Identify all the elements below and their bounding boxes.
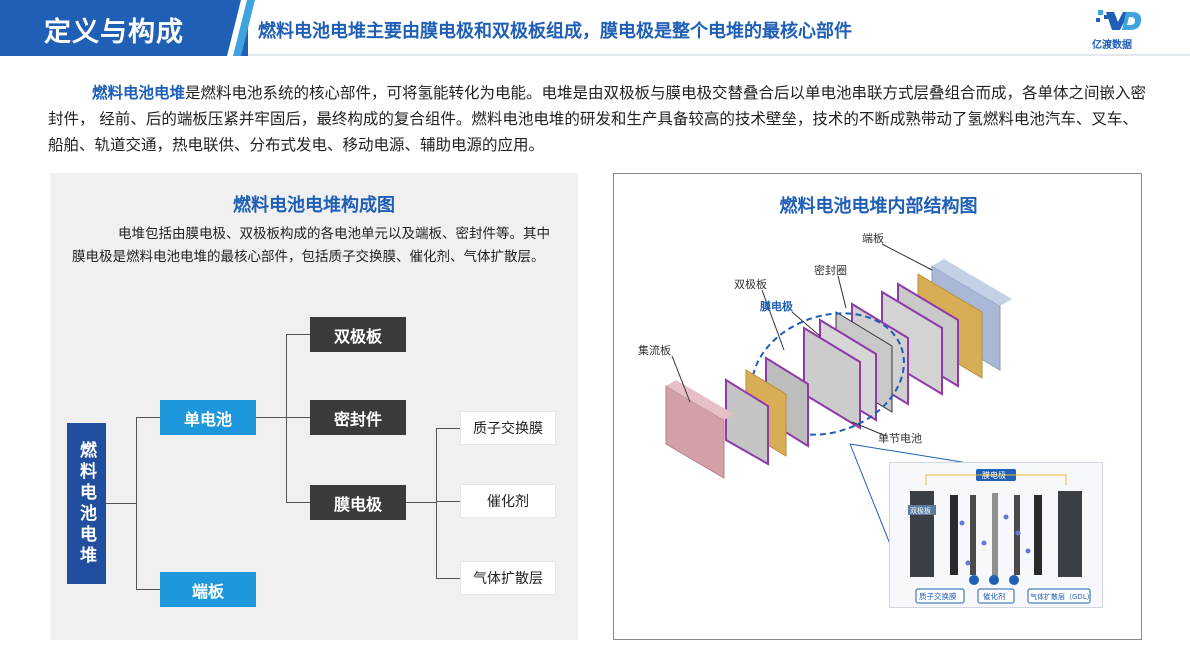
composition-title: 燃料电池电堆构成图: [233, 195, 395, 216]
cell-plate-4: [803, 326, 861, 430]
label-mea: 膜电极: [760, 299, 794, 313]
tree-leaf-gdl: 气体扩散层: [460, 561, 556, 595]
tree-connector: [436, 578, 460, 579]
mea-inset-illustration: 膜电极 双极板 质子交换膜 催化剂 气体扩散层（GDL）: [890, 463, 1102, 607]
tree-connector: [136, 589, 160, 590]
leader-collector: [671, 355, 691, 403]
intro-paragraph: 燃料电池电堆是燃料电池系统的核心部件，可将氢能转化为电能。电堆是由双极板与膜电极…: [48, 80, 1148, 158]
exploded-stack-diagram: 端板 密封圈 双极板 膜电极 集流板 单节电池: [638, 231, 1012, 555]
label-bipolar-plate: 双极板: [734, 277, 767, 291]
page-subtitle: 燃料电池电堆主要由膜电极和双极板组成，膜电极是整个电堆的最核心部件: [258, 21, 852, 42]
inset-catalyst-label: 催化剂: [983, 591, 1006, 601]
tree-leaf-catalyst: 催化剂: [460, 484, 556, 518]
mea-cross-section-inset: 膜电极 双极板 质子交换膜 催化剂 气体扩散层（GDL）: [889, 462, 1103, 608]
tree-connector: [136, 417, 137, 589]
current-collector-side: [666, 380, 734, 420]
composition-panel: 燃料电池电堆构成图 电堆包括由膜电极、双极板构成的各电池单元以及端板、密封件等。…: [50, 173, 578, 640]
leader-seal: [837, 275, 847, 309]
section-title: 定义与构成: [44, 17, 184, 48]
inset-bipolar-label: 双极板: [910, 506, 931, 515]
structure-panel: 燃料电池电堆内部结构图 端板 密封圈 双极板: [613, 173, 1142, 640]
tree-node-end-plate: 端板: [160, 572, 256, 607]
end-plate-back-side: [932, 259, 1012, 306]
composition-description: 电堆包括由膜电极、双极板构成的各电池单元以及端板、密封件等。其中膜电极是燃料电池…: [72, 226, 550, 265]
tree-connector: [436, 428, 437, 578]
header-underline: [248, 54, 1190, 56]
plate-front-3: [725, 378, 769, 466]
tree-node-single-cell: 单电池: [160, 400, 256, 435]
tree-connector: [256, 417, 286, 418]
tree-root-fuel-cell-stack: 燃料电池电堆: [67, 423, 106, 584]
tree-connector: [286, 502, 310, 503]
logo-text: 亿渡数据: [1092, 40, 1132, 51]
label-end-plate: 端板: [862, 231, 884, 245]
tree-node-mea: 膜电极: [310, 485, 406, 520]
logo-icon: [1096, 10, 1142, 30]
tree-node-bipolar-plate: 双极板: [310, 317, 406, 352]
inset-pem-label: 质子交换膜: [919, 591, 957, 601]
leader-inset: [849, 443, 895, 555]
label-seal: 密封圈: [814, 263, 847, 277]
structure-title: 燃料电池电堆内部结构图: [779, 196, 978, 217]
section-tab: [0, 0, 248, 56]
tree-connector: [436, 428, 460, 429]
intro-text: 是燃料电池系统的核心部件，可将氢能转化为电能。电堆是由双极板与膜电极交替叠合后以…: [48, 84, 1147, 154]
tree-connector: [136, 417, 160, 418]
leader-end-plate: [881, 243, 933, 271]
leader-mea: [791, 311, 821, 337]
tree-connector: [106, 503, 136, 504]
tree-connector: [286, 417, 310, 418]
intro-keyword: 燃料电池电堆: [92, 84, 186, 102]
tree-connector: [286, 334, 310, 335]
header: 定义与构成 燃料电池电堆主要由膜电极和双极板组成，膜电极是整个电堆的最核心部件 …: [0, 0, 1190, 56]
leader-bipolar: [761, 289, 785, 351]
leader-single-cell: [851, 421, 887, 437]
tree-connector: [286, 334, 287, 502]
label-single-cell: 单节电池: [878, 432, 922, 445]
tree-node-seal: 密封件: [310, 400, 406, 435]
tree-connector: [406, 502, 436, 503]
leader-inset-2: [849, 443, 975, 465]
inset-gdl-label: 气体扩散层（GDL）: [1030, 592, 1094, 601]
tree-connector: [436, 501, 460, 502]
tree-leaf-pem: 质子交换膜: [460, 411, 556, 445]
current-collector-plate: [665, 385, 725, 479]
label-current-collector: 集流板: [638, 343, 671, 357]
